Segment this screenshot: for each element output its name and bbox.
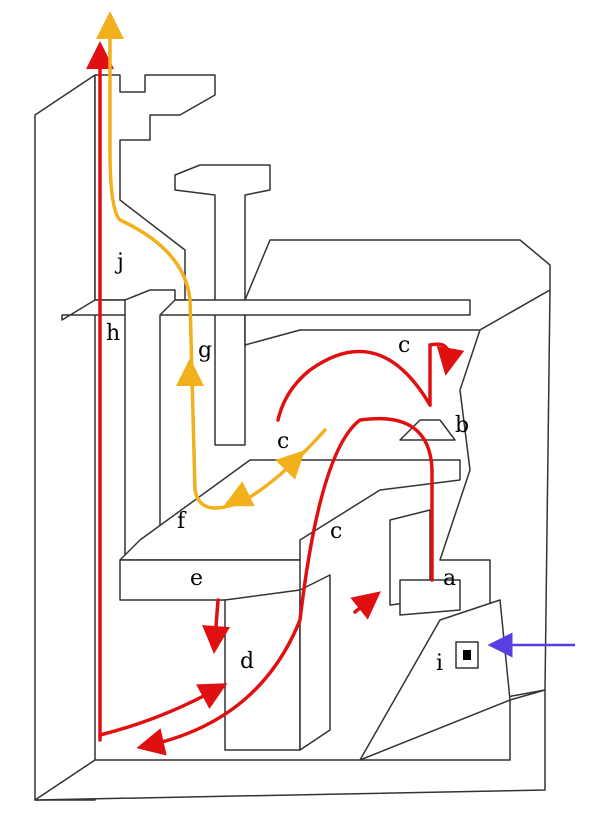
label-i: i (436, 651, 443, 676)
label-b: b (455, 413, 469, 438)
label-h: h (106, 321, 120, 346)
label-c-middle: c (277, 429, 289, 454)
label-g: g (198, 338, 212, 363)
masonry-structure (34, 74, 551, 801)
label-j: j (114, 250, 124, 275)
label-c-top: c (398, 333, 410, 358)
label-f: f (177, 509, 187, 534)
labels: a b c c c d e f g h i j (106, 250, 469, 676)
label-c-lower: c (330, 519, 342, 544)
label-e: e (190, 566, 203, 591)
hot-gas-flow (86, 41, 465, 756)
exhaust-flow (96, 11, 327, 510)
label-d: d (240, 649, 254, 674)
label-a: a (443, 566, 456, 591)
